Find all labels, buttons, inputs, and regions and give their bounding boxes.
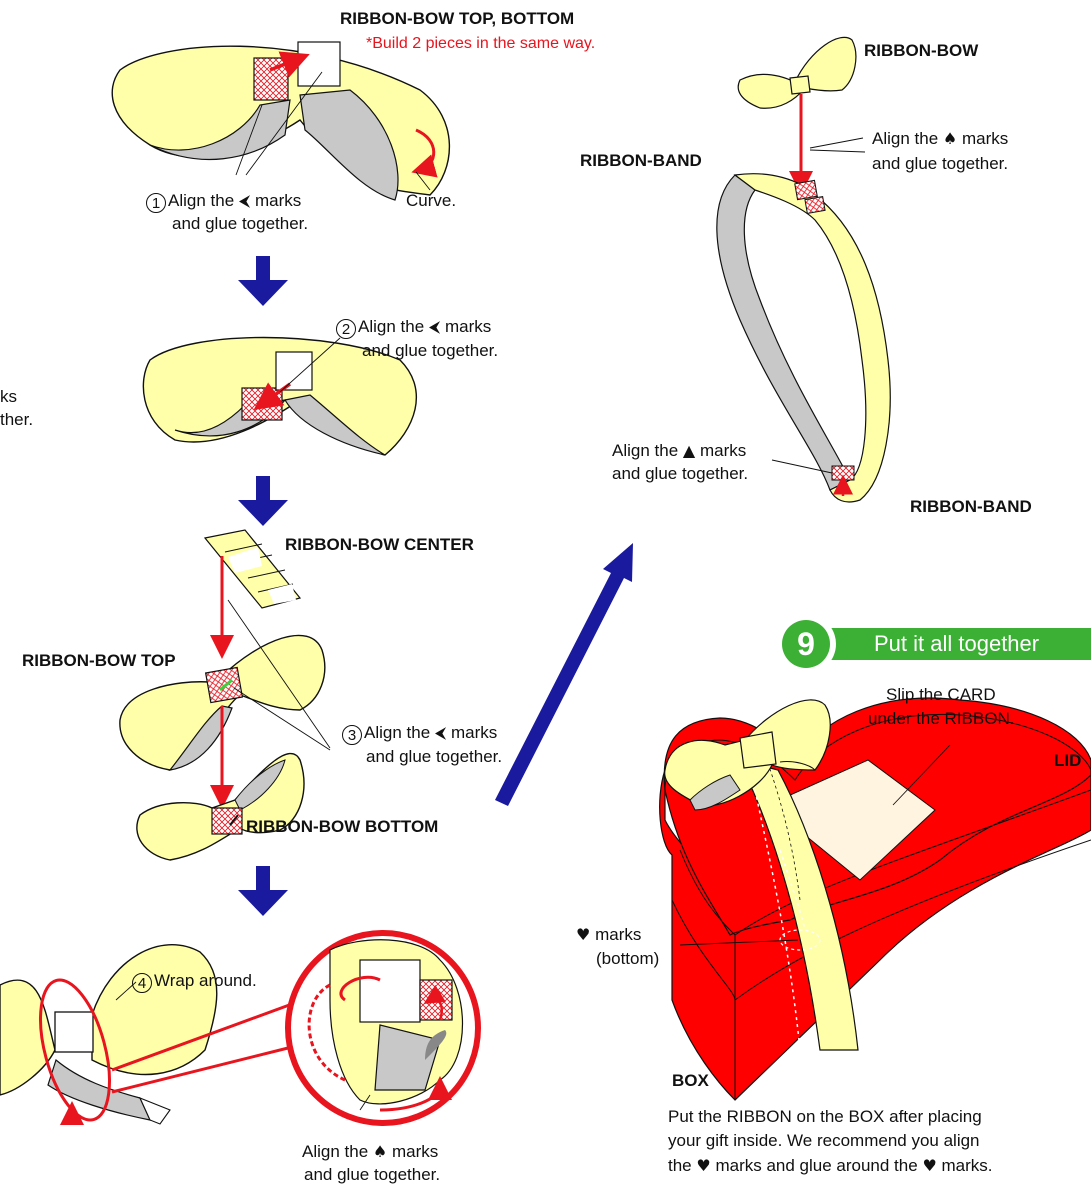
flow-arrow-diagonal	[495, 543, 633, 806]
bow-piece-step1	[112, 42, 449, 200]
step-9-badge: 9	[776, 614, 836, 674]
step2-text-b: marks	[445, 317, 491, 336]
label-ribbon-bow-bottom: RIBBON-BOW BOTTOM	[246, 816, 438, 837]
card-note-2: under the RIBBON.	[868, 708, 1014, 729]
final-note-3: the ♥ marks and glue around the ♥ marks.	[668, 1155, 993, 1176]
triangle-mark-icon: ▲	[683, 441, 695, 460]
spade-bow-line2: and glue together.	[872, 153, 1008, 174]
spade-mark-icon: ♠	[373, 1142, 387, 1161]
flow-arrow-down-1	[238, 256, 288, 306]
step3-text-a: Align the	[364, 723, 430, 742]
label-lid: LID	[1054, 750, 1081, 771]
triangle-note: Align the ▲ marks	[612, 440, 746, 461]
step-9-number: 9	[782, 620, 830, 668]
label-ribbon-bow-center: RIBBON-BOW CENTER	[285, 534, 474, 555]
left-cut-text-2: ther.	[0, 409, 33, 430]
triangle-text-b: marks	[700, 441, 746, 460]
arrowhead-mark-icon: ⮜	[429, 317, 440, 336]
heart-marks-note: ♥ marks	[576, 924, 641, 945]
step3-number: 3	[342, 725, 362, 745]
heart-marks-text: marks	[595, 925, 641, 944]
final-text-b: marks and glue around the	[715, 1156, 917, 1175]
triangle-line2: and glue together.	[612, 463, 748, 484]
spade-mark-icon: ♠	[943, 129, 957, 148]
spade-bow-note: Align the ♠ marks	[872, 128, 1008, 149]
heart-mark-icon: ♥	[696, 1156, 710, 1175]
heart-marks-line2: (bottom)	[596, 948, 659, 969]
heart-box	[660, 698, 1091, 1100]
card-note-1: Slip the CARD	[886, 684, 996, 705]
step4-number: 4	[132, 973, 152, 993]
final-text-c: marks.	[942, 1156, 993, 1175]
step-9-title: Put it all together	[874, 631, 1039, 657]
ribbon-bow-bottom	[137, 754, 304, 860]
final-text-a: the	[668, 1156, 692, 1175]
flow-arrow-down-2	[238, 476, 288, 526]
step2-line2: and glue together.	[362, 340, 498, 361]
triangle-text-a: Align the	[612, 441, 678, 460]
left-cut-text-1: ks	[0, 386, 17, 407]
label-box: BOX	[672, 1070, 709, 1091]
arrowhead-mark-icon: ⮜	[435, 723, 446, 742]
step4-text: Wrap around.	[154, 971, 257, 990]
spade-bow-text-a: Align the	[872, 129, 938, 148]
label-ribbon-bow-top: RIBBON-BOW TOP	[22, 650, 176, 671]
step1-text-b: marks	[255, 191, 301, 210]
label-curve: Curve.	[406, 190, 456, 211]
flow-arrow-down-3	[238, 866, 288, 916]
spade-wrap-text-a: Align the	[302, 1142, 368, 1161]
step3-line2: and glue together.	[366, 746, 502, 767]
heart-mark-icon: ♥	[576, 925, 590, 944]
step2-number: 2	[336, 319, 356, 339]
label-bow-top-bottom: RIBBON-BOW TOP, BOTTOM	[340, 8, 574, 29]
label-ribbon-band-1: RIBBON-BAND	[580, 150, 702, 171]
zoom-detail-circle	[288, 933, 478, 1123]
step2-text-a: Align the	[358, 317, 424, 336]
spade-wrap-note: Align the ♠ marks	[302, 1141, 438, 1162]
step1-line2: and glue together.	[172, 213, 308, 234]
heart-mark-icon: ♥	[922, 1156, 936, 1175]
step3-text-b: marks	[451, 723, 497, 742]
final-note-1: Put the RIBBON on the BOX after placing	[668, 1106, 982, 1127]
label-ribbon-band-2: RIBBON-BAND	[910, 496, 1032, 517]
label-ribbon-bow: RIBBON-BOW	[864, 40, 978, 61]
arrowhead-mark-icon: ⮜	[239, 191, 250, 210]
spade-wrap-line2: and glue together.	[304, 1164, 440, 1185]
spade-wrap-text-b: marks	[392, 1142, 438, 1161]
build-note: *Build 2 pieces in the same way.	[366, 33, 595, 54]
step1-text-a: Align the	[168, 191, 234, 210]
step-9-header: 9 Put it all together	[776, 614, 1091, 674]
final-note-2: your gift inside. We recommend you align	[668, 1130, 980, 1151]
spade-bow-text-b: marks	[962, 129, 1008, 148]
step1-number: 1	[146, 193, 166, 213]
ribbon-bow-final	[738, 37, 856, 108]
